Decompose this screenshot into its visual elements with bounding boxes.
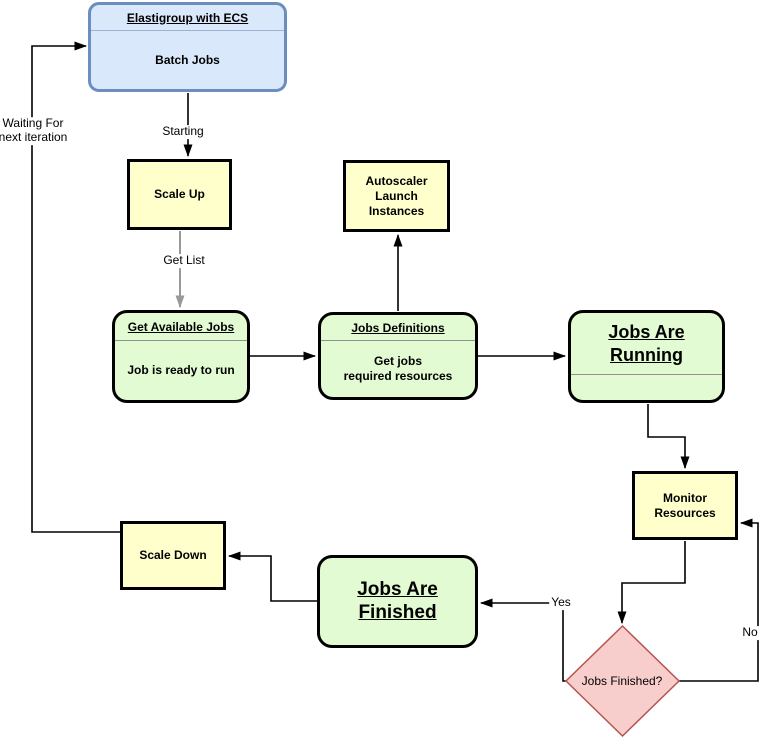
node-get-available-jobs: Get Available Jobs Job is ready to run bbox=[112, 310, 250, 403]
edge-label-get-list: Get List bbox=[161, 253, 207, 268]
node-label: Scale Up bbox=[154, 187, 205, 201]
node-elastigroup-batch-jobs: Elastigroup with ECS Batch Jobs bbox=[88, 2, 287, 92]
node-monitor-resources: Monitor Resources bbox=[632, 471, 738, 540]
node-title: Elastigroup with ECS bbox=[91, 5, 284, 31]
node-title: Jobs Are Finished bbox=[357, 578, 438, 623]
node-autoscaler-launch-instances: Autoscaler Launch Instances bbox=[343, 160, 450, 232]
edge-jobs-are-running-to-monitor-resources bbox=[647, 404, 690, 469]
node-jobs-are-finished: Jobs Are Finished bbox=[317, 555, 478, 648]
node-body: Batch Jobs bbox=[155, 52, 220, 67]
edge-label-yes: Yes bbox=[549, 595, 573, 610]
node-title: Jobs Are Running bbox=[571, 313, 722, 375]
edge-label-starting: Starting bbox=[160, 124, 206, 139]
edge-scale-down-to-elastigroup bbox=[31, 41, 120, 533]
node-scale-down: Scale Down bbox=[120, 521, 226, 590]
node-label: Scale Down bbox=[139, 548, 207, 562]
node-label: Autoscaler Launch Instances bbox=[365, 173, 428, 218]
node-title: Jobs Definitions bbox=[321, 315, 475, 341]
edge-decision-yes-to-jobs-are-finished bbox=[480, 598, 568, 682]
edge-label-no: No bbox=[740, 625, 760, 640]
decision-label: Jobs Finished? bbox=[581, 674, 663, 688]
node-scale-up: Scale Up bbox=[127, 159, 232, 230]
edge-jobs-are-finished-to-scale-down bbox=[228, 551, 317, 602]
node-body: Get jobs required resources bbox=[343, 354, 453, 383]
node-jobs-are-running: Jobs Are Running bbox=[568, 310, 725, 403]
node-jobs-definitions: Jobs Definitions Get jobs required resou… bbox=[318, 312, 478, 400]
edge-decision-no-to-monitor-resources bbox=[679, 518, 759, 682]
node-body: Job is ready to run bbox=[127, 363, 235, 377]
node-label: Monitor Resources bbox=[654, 490, 716, 520]
node-title: Get Available Jobs bbox=[115, 313, 247, 341]
edge-label-waiting: Waiting For next iteration bbox=[0, 116, 70, 145]
node-body bbox=[571, 375, 722, 400]
edge-monitor-resources-to-decision bbox=[617, 541, 686, 624]
jobs-finished-diamond bbox=[564, 624, 681, 737]
